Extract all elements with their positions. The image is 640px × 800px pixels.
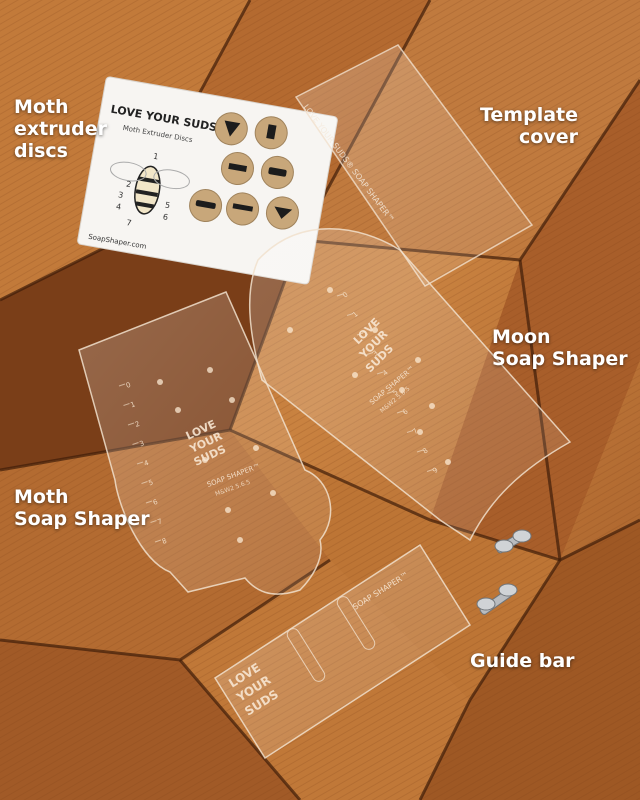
moon-soap-shaper: LOVE YOUR SUDS SOAP SHAPER™ M&W2 5.6.5 0…: [248, 228, 572, 542]
moth-ruler-tick: [118, 383, 126, 387]
label-moon-soap-shaper: Moon Soap Shaper: [492, 326, 628, 370]
label-template-cover: Template cover: [479, 104, 578, 148]
label-moth-soap-shaper: Moth Soap Shaper: [14, 486, 150, 530]
svg-text:2: 2: [125, 179, 132, 189]
bee-illustration: [110, 161, 190, 215]
svg-text:5: 5: [164, 201, 171, 211]
moth-ruler-number: 8: [161, 537, 168, 546]
moon-ruler-tick: [346, 313, 354, 316]
moth-ruler-tick: [123, 403, 130, 406]
moon-ruler-tick: [416, 449, 424, 453]
moon-ruler-number: 6: [401, 407, 410, 416]
svg-text:4: 4: [115, 202, 122, 212]
extruder-discs: [189, 112, 299, 230]
card-number-labels: 1 2 3 4 5 6 7: [115, 152, 171, 228]
moth-ruler-number: 4: [143, 459, 150, 468]
wing-nut-upper: [494, 529, 532, 554]
moth-ruler-number: 7: [156, 517, 163, 526]
moon-ruler-tick: [376, 371, 384, 375]
moon-ruler-number: 7: [411, 427, 420, 436]
extruder-disc-card: LOVE YOUR SUDS® Moth Extruder Discs 1 2 …: [77, 76, 338, 285]
moth-ruler-tick: [145, 500, 153, 504]
svg-text:7: 7: [126, 218, 133, 228]
moon-ruler-number: 2: [361, 330, 370, 339]
moth-ruler: 0 1 2 3 4 5 6 7 8: [118, 381, 168, 546]
moth-ruler-number: 1: [129, 400, 136, 409]
moon-ruler-number: 8: [421, 447, 430, 456]
moon-ruler-number: 9: [431, 466, 440, 475]
label-moth-extruder-discs: Moth extruder discs: [14, 96, 107, 162]
moth-ruler-tick: [150, 520, 157, 523]
moth-ruler-tick: [136, 461, 144, 465]
svg-text:1: 1: [153, 152, 160, 162]
moth-ruler-tick: [154, 539, 162, 543]
moon-ruler-tick: [386, 391, 394, 394]
moon-ruler-number: 0: [341, 291, 350, 300]
guide-bar: LOVE YOUR SUDS SOAP SHAPER™: [213, 543, 472, 760]
moth-ruler-tick: [127, 422, 135, 426]
moth-ruler-tick: [132, 442, 139, 445]
moon-ruler-tick: [356, 332, 364, 336]
moon-ruler-tick: [366, 352, 374, 355]
label-guide-bar: Guide bar: [470, 650, 575, 672]
moth-ruler-number: 6: [152, 498, 159, 507]
moon-ruler-number: 1: [351, 310, 360, 319]
moon-ruler-tick: [396, 410, 404, 414]
moth-ruler-number: 2: [134, 420, 141, 429]
moth-ruler-tick: [141, 481, 148, 484]
moon-ruler-tick: [426, 469, 434, 472]
moth-ruler-number: 3: [138, 439, 145, 448]
moth-ruler-number: 0: [125, 381, 132, 390]
moth-ruler-number: 5: [147, 478, 154, 487]
moon-ruler-number: 4: [381, 368, 390, 377]
wing-nut-lower: [476, 583, 518, 615]
svg-text:6: 6: [162, 212, 169, 222]
svg-text:3: 3: [117, 190, 124, 200]
moon-ruler-tick: [336, 293, 344, 297]
moth-soap-shaper: LOVE YOUR SUDS SOAP SHAPER™ M&W2 5.6.5 0…: [78, 291, 332, 595]
moon-ruler-tick: [406, 430, 414, 433]
moon-ruler-number: 5: [391, 388, 400, 397]
moon-ruler: 0 1 2 3 4 5 6 7 8 9: [336, 291, 440, 475]
moon-ruler-number: 3: [371, 349, 380, 358]
